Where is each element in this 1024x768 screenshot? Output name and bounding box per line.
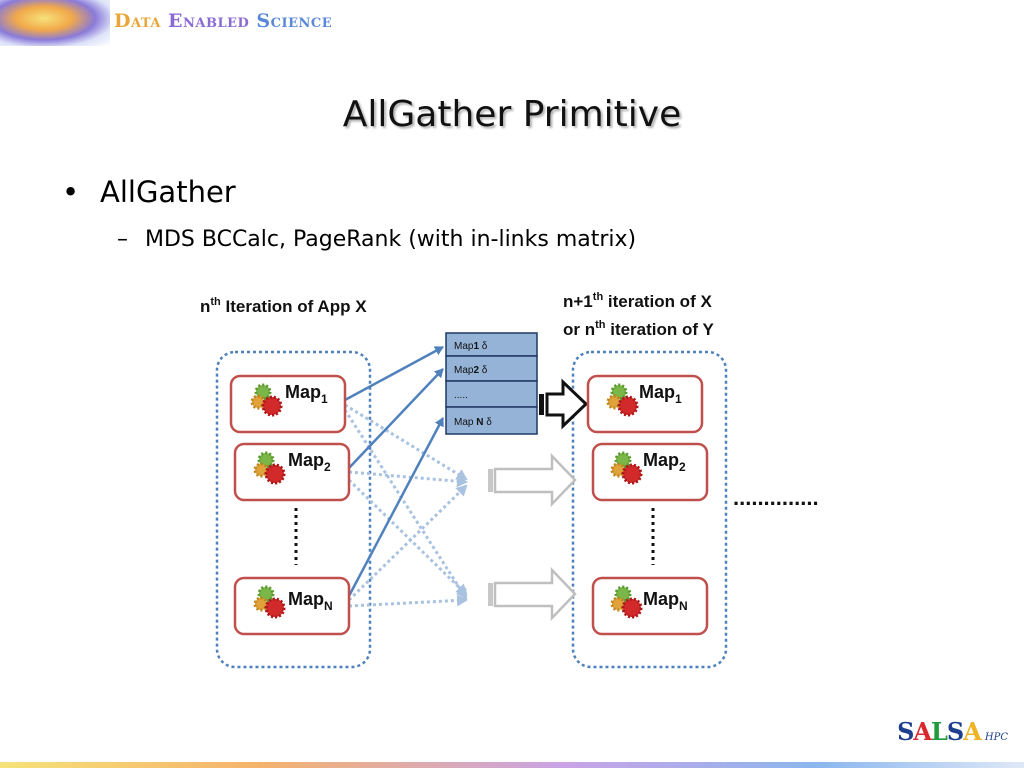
gather-row-label: Map1 δ [454,341,488,352]
left-heading: nth Iteration of App X [200,296,367,316]
slide-title: AllGather Primitive [342,94,682,135]
svg-text:MapN: MapN [643,589,688,613]
header-word-data: Data [114,10,161,32]
svg-text:Map1: Map1 [639,382,682,406]
svg-text:Map1: Map1 [285,382,328,406]
right-map-2: Map2 [591,442,709,502]
svg-text:Map2: Map2 [288,450,331,474]
gather-row-label: ..... [454,390,468,401]
bullet-marker: • [62,175,80,209]
continuation-dots: .............. [733,485,819,510]
right-heading-line1: n+1th iteration of X [563,291,712,311]
svg-text:MapN: MapN [288,589,333,613]
header-word-science: Science [256,10,333,32]
right-iteration-container [571,350,728,669]
sub-bullet-item: –MDS BCCalc, PageRank (with in-links mat… [117,227,636,252]
header-word-enabled: Enabled [168,10,250,32]
sub-bullet-text: MDS BCCalc, PageRank (with in-links matr… [145,227,637,252]
gather-row [445,380,538,408]
gather-row-label: Map2 δ [454,365,488,376]
broadcast-arrow [539,378,589,430]
header-title: Data Enabled Science [114,10,332,32]
sub-bullet-marker: – [117,227,128,252]
right-heading-line2: or nth iteration of Y [563,319,714,339]
gather-table: Map1 δ Map2 δ ..... Map N δ [445,332,538,435]
bullet-text: AllGather [100,175,236,209]
svg-text:Map2: Map2 [643,450,686,474]
left-map-1: Map1 [229,374,347,434]
gather-row-label: Map N δ [454,417,492,428]
header-decoration [0,0,110,46]
right-map-1: Map1 [586,374,704,434]
left-iteration-container [215,350,372,669]
bullet-item: • AllGather [62,175,236,209]
left-map-2: Map2 [233,442,351,502]
left-map-n: MapN [233,576,351,636]
dotted-arrows [343,403,468,608]
gather-arrows [344,345,445,597]
footer-bar [0,762,1024,768]
right-map-n: MapN [591,576,709,636]
gather-row [445,406,538,435]
pending-arrow [488,452,577,508]
gather-row [445,355,538,382]
pending-arrow [488,566,577,622]
